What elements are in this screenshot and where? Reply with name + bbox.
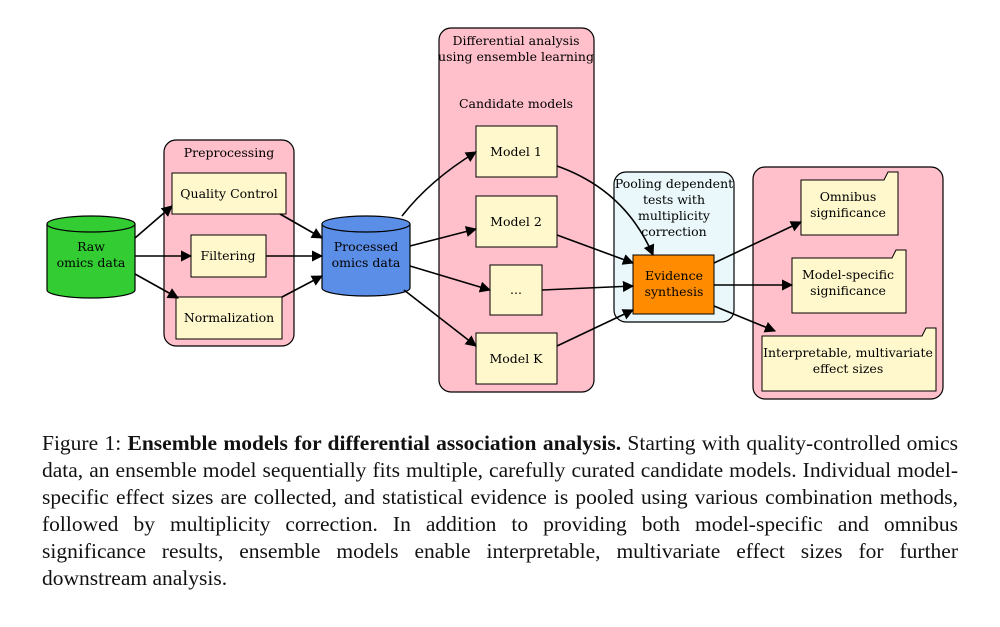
model-k-label: Model K — [489, 351, 543, 366]
quality-control-label: Quality Control — [180, 186, 277, 201]
omnibus-label-1: Omnibus — [820, 189, 877, 204]
pooling-label-4: correction — [641, 224, 706, 239]
raw-omics-data-cylinder — [46, 215, 136, 299]
arrow-model-1-to-evidence — [556, 165, 655, 257]
processed-omics-label-1: Processed — [334, 239, 399, 254]
filtering-label: Filtering — [200, 248, 255, 263]
evidence-synthesis-box — [632, 254, 715, 315]
model-specific-label-1: Model-specific — [802, 267, 894, 282]
arrow-evidence-to-interpretable — [713, 305, 777, 333]
arrow-model-k-to-evidence — [556, 309, 635, 347]
arrow-raw-to-normalization — [134, 273, 179, 299]
processed-omics-label-2: omics data — [332, 255, 401, 270]
figure-caption: Figure 1: Ensemble models for differenti… — [42, 430, 958, 592]
arrow-processed-to-model-1 — [401, 151, 477, 217]
differential-title-1: Differential analysis — [452, 33, 579, 48]
raw-omics-label-2: omics data — [57, 255, 126, 270]
evidence-synthesis-label-1: Evidence — [645, 268, 703, 283]
caption-label: Figure 1: — [42, 431, 122, 455]
model-1-label: Model 1 — [490, 144, 542, 159]
filtering-box — [190, 234, 267, 278]
processed-omics-data-cylinder — [321, 215, 411, 297]
candidate-models-label: Candidate models — [459, 96, 573, 111]
arrow-evidence-to-omnibus — [713, 221, 803, 264]
arrow-processed-to-model-2 — [409, 226, 478, 247]
normalization-box — [175, 296, 283, 340]
model-1-box — [475, 125, 558, 178]
arrow-raw-to-qc — [134, 205, 173, 239]
preprocessing-title: Preprocessing — [184, 145, 275, 160]
model-k-box — [475, 332, 558, 385]
arrow-ellipsis-to-evidence — [541, 280, 635, 293]
differential-title-2: using ensemble learning — [438, 49, 594, 64]
omnibus-significance-box — [800, 171, 899, 236]
model-ellipsis-box — [489, 264, 543, 316]
omnibus-label-2: significance — [810, 205, 886, 220]
model-ellipsis-label: ... — [510, 282, 522, 297]
model-specific-significance-box — [791, 249, 907, 314]
pooling-label-1: Pooling dependent — [615, 176, 733, 191]
normalization-label: Normalization — [184, 310, 274, 325]
ensemble-workflow-diagram: Raw omics data Preprocessing Quality Con… — [46, 27, 944, 400]
interpretable-effect-sizes-box — [761, 327, 937, 392]
arrow-processed-to-ellipsis — [409, 265, 492, 293]
pooling-label-2: tests with — [643, 192, 705, 207]
caption-title: Ensemble models for differential associa… — [127, 431, 622, 455]
caption-body: Starting with quality-controlled omics d… — [42, 431, 959, 590]
arrow-model-2-to-evidence — [556, 234, 635, 265]
quality-control-box — [171, 172, 287, 215]
model-2-box — [475, 195, 558, 248]
pooling-label-3: multiplicity — [638, 208, 711, 223]
arrow-qc-to-processed — [279, 213, 323, 239]
model-specific-label-2: significance — [810, 283, 886, 298]
arrow-normalization-to-processed — [281, 275, 323, 298]
raw-omics-label-1: Raw — [77, 239, 105, 254]
interpretable-label-1: Interpretable, multivariate — [763, 345, 933, 360]
interpretable-label-2: effect sizes — [813, 361, 883, 376]
arrow-processed-to-model-k — [403, 289, 477, 347]
evidence-synthesis-label-2: synthesis — [645, 284, 704, 299]
model-2-label: Model 2 — [490, 214, 542, 229]
